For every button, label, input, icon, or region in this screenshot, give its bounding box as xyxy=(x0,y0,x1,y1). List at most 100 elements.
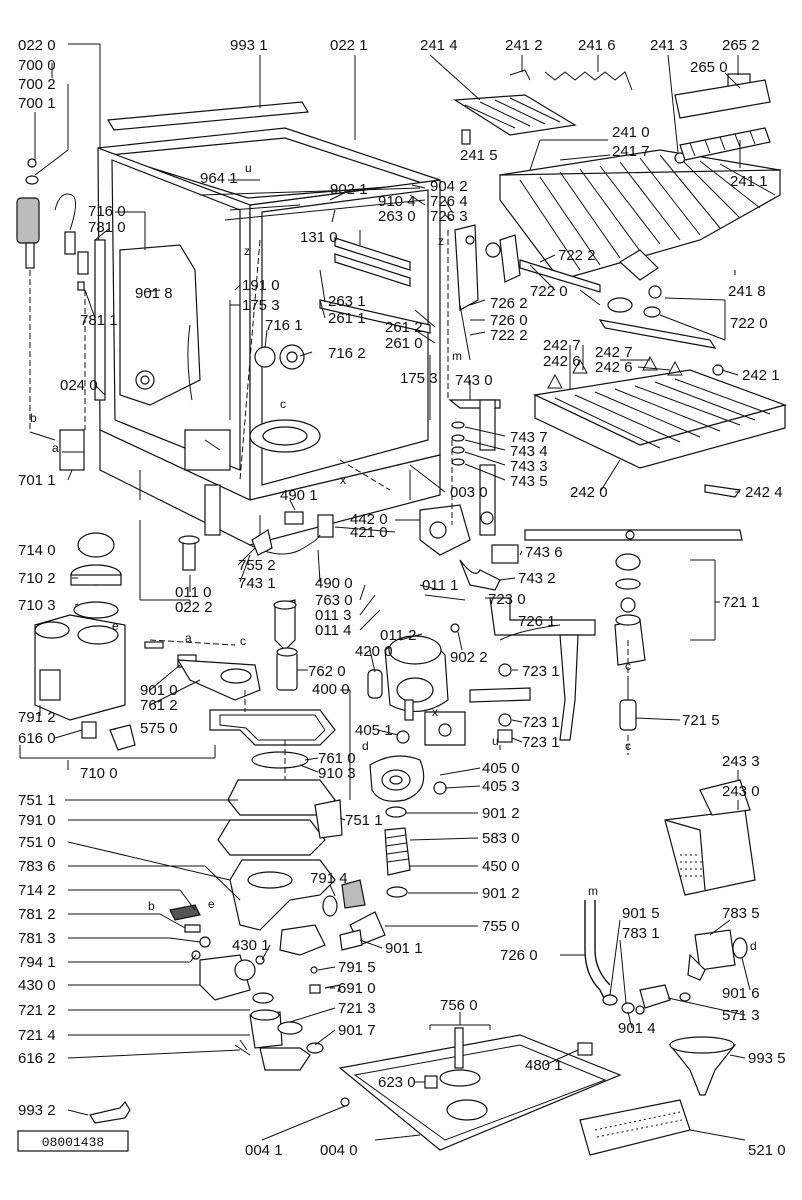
part-label: 743 2 xyxy=(518,570,556,587)
part-label: 405 3 xyxy=(482,778,520,795)
part-label: 571 3 xyxy=(722,1007,760,1024)
part-label: 993 2 xyxy=(18,1102,56,1119)
part-label: 723 0 xyxy=(488,591,526,608)
part-label: 241 7 xyxy=(612,143,650,160)
part-label: 781 2 xyxy=(18,906,56,923)
part-label: 011 0 xyxy=(175,584,211,601)
part-label: 243 3 xyxy=(722,753,760,770)
part-label: 241 8 xyxy=(728,283,766,300)
guide-lines xyxy=(84,230,629,780)
ref-letter: u xyxy=(245,161,252,175)
part-label: 743 5 xyxy=(510,473,548,490)
lower-spray-arm xyxy=(524,529,743,731)
part-label: 004 1 xyxy=(245,1142,283,1159)
ref-letter: x xyxy=(432,705,438,719)
part-label: 131 0 xyxy=(300,229,338,246)
leader-lines xyxy=(29,43,751,1141)
part-label: 743 6 xyxy=(525,544,563,561)
part-label: 902 2 xyxy=(450,649,488,666)
part-label: 781 1 xyxy=(80,312,118,329)
ref-letter: d xyxy=(750,939,757,953)
part-label: 241 6 xyxy=(578,37,616,54)
part-label: 024 0 xyxy=(60,377,98,394)
part-label: 721 4 xyxy=(18,1027,56,1044)
part-label: 623 0 xyxy=(378,1074,416,1091)
part-label: 783 5 xyxy=(722,905,760,922)
part-label: 902 1 xyxy=(330,181,368,198)
salt-container xyxy=(19,532,216,759)
part-label: 901 7 xyxy=(338,1022,376,1039)
part-label: 241 1 xyxy=(730,173,768,190)
part-label: 743 4 xyxy=(510,443,548,460)
part-label: 242 1 xyxy=(742,367,780,384)
part-label: 242 7 xyxy=(595,344,633,361)
part-label: 191 0 xyxy=(242,277,280,294)
part-label: 521 0 xyxy=(748,1142,786,1159)
part-label: 241 2 xyxy=(505,37,543,54)
part-label: 761 0 xyxy=(318,750,356,767)
tub-cabinet xyxy=(94,101,441,546)
part-label: 265 0 xyxy=(690,59,728,76)
part-label: 243 0 xyxy=(722,783,760,800)
part-label: 242 0 xyxy=(570,484,608,501)
part-label: 722 2 xyxy=(490,327,528,344)
part-label: 723 1 xyxy=(522,734,560,751)
part-label: 714 0 xyxy=(18,542,56,559)
part-label: 430 1 xyxy=(232,937,270,954)
inlet-parts xyxy=(16,158,89,471)
part-label: 400 0 xyxy=(312,681,350,698)
part-label: 430 0 xyxy=(18,977,56,994)
ref-letter: a xyxy=(185,631,192,645)
part-label: 716 1 xyxy=(265,317,303,334)
part-label: 722 0 xyxy=(730,315,768,332)
part-label: 701 1 xyxy=(18,472,56,489)
part-label: 901 0 xyxy=(140,682,178,699)
part-label: 263 1 xyxy=(328,293,366,310)
part-label: 710 2 xyxy=(18,570,56,587)
part-label: 175 3 xyxy=(400,370,438,387)
part-label: 743 3 xyxy=(510,458,548,475)
part-label: 721 2 xyxy=(18,1002,56,1019)
part-label: 726 3 xyxy=(430,208,468,225)
part-label: 901 4 xyxy=(618,1020,656,1037)
part-label: 756 0 xyxy=(440,997,478,1014)
part-label: 791 2 xyxy=(18,709,56,726)
part-label: 011 2 xyxy=(380,627,416,644)
part-label: 755 0 xyxy=(482,918,520,935)
drawing-code-text: 08001438 xyxy=(42,1135,104,1150)
part-label: 763 0 xyxy=(315,592,353,609)
part-label: 405 0 xyxy=(482,760,520,777)
part-label: 241 4 xyxy=(420,37,458,54)
part-label: 901 8 xyxy=(135,285,173,302)
part-label: 726 1 xyxy=(518,613,556,630)
part-label: 421 0 xyxy=(350,524,388,541)
reference-letters: u z z c x m a b a c e c u c d x e b m d xyxy=(30,161,757,953)
part-label: 723 1 xyxy=(522,714,560,731)
part-label: 242 6 xyxy=(543,353,581,370)
part-label: 691 0 xyxy=(338,980,376,997)
part-label: 901 1 xyxy=(385,940,423,957)
inlet-arm xyxy=(424,594,596,743)
part-label: 910 4 xyxy=(378,193,416,210)
part-label: 743 7 xyxy=(510,429,548,446)
part-label: 004 0 xyxy=(320,1142,358,1159)
inlet-hose-parts xyxy=(249,399,519,591)
part-label: 011 4 xyxy=(315,622,351,639)
ref-letter: e xyxy=(112,619,119,633)
ref-letter: x xyxy=(340,473,346,487)
part-label: 751 0 xyxy=(18,834,56,851)
ref-letter: b xyxy=(30,411,37,425)
lower-basket xyxy=(533,355,787,498)
part-label: 743 1 xyxy=(238,575,276,592)
part-labels: 022 0 700 0 700 2 700 1 993 1 022 1 241 … xyxy=(18,37,786,1159)
part-label: 003 0 xyxy=(450,484,488,501)
part-label: 011 1 xyxy=(422,577,458,594)
part-label: 420 0 xyxy=(355,643,393,660)
drain-parts xyxy=(169,904,341,1071)
part-label: 993 1 xyxy=(230,37,268,54)
part-label: 175 3 xyxy=(242,297,280,314)
part-label: 710 0 xyxy=(80,765,118,782)
motor-pump xyxy=(322,635,466,951)
part-label: 442 0 xyxy=(350,511,388,528)
